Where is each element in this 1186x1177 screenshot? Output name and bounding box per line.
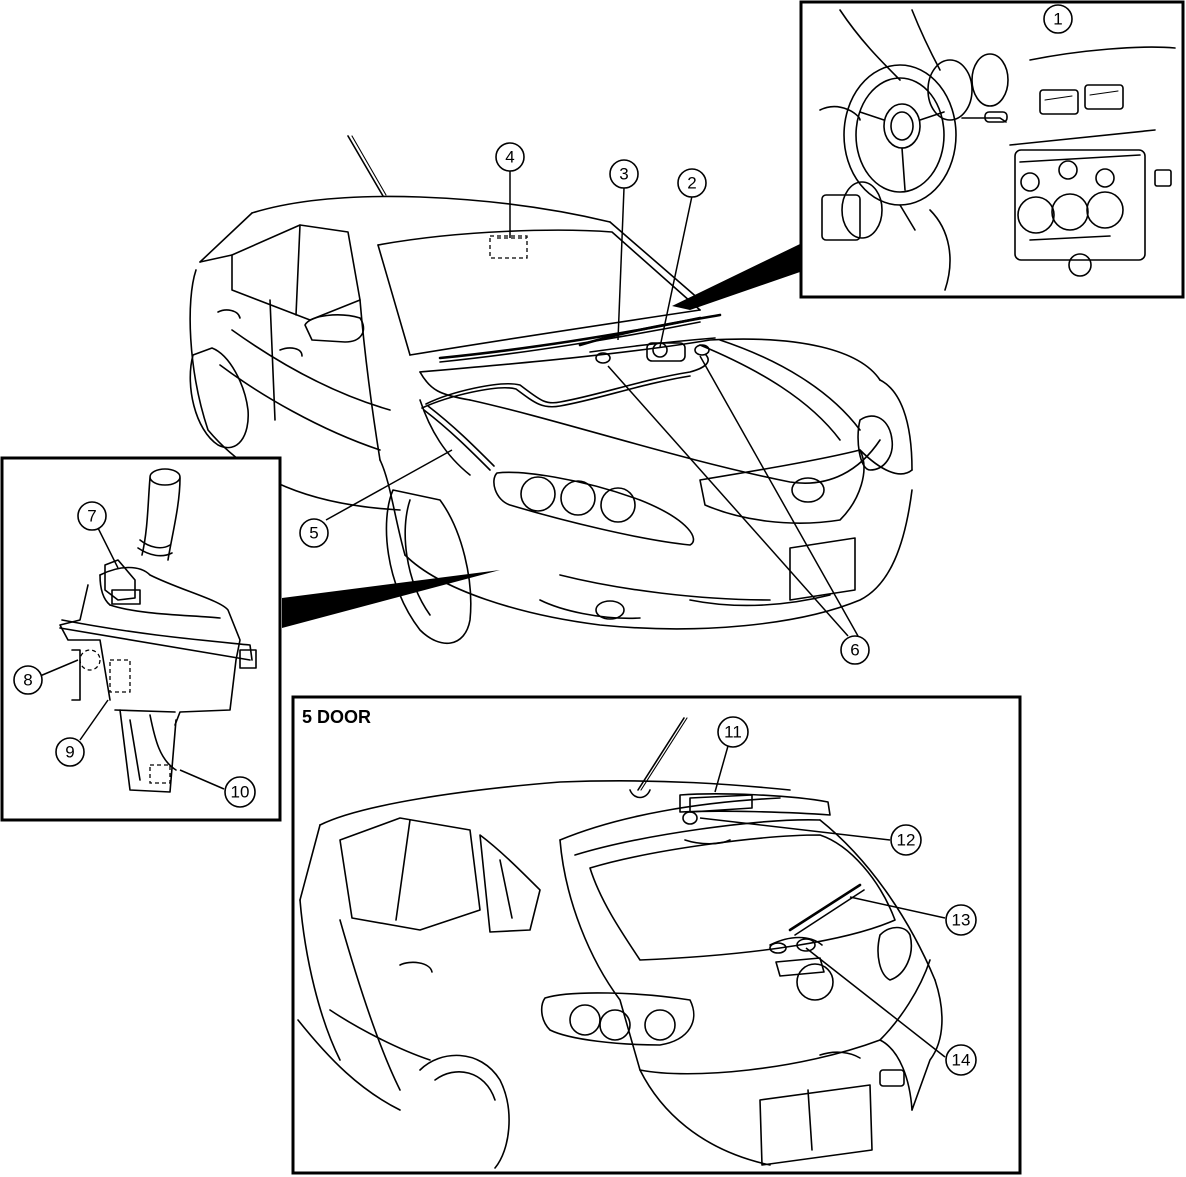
rear-view-heading: 5 DOOR <box>302 707 371 727</box>
inset-5door-frame <box>291 695 1022 1175</box>
callout-6: 6 <box>840 635 870 665</box>
callout-10: 10 <box>224 776 256 808</box>
pointer-wedge-reservoir <box>282 570 500 628</box>
callout-8-number: 8 <box>23 671 32 690</box>
callout-13: 13 <box>945 904 977 936</box>
rear-leader-lines <box>699 745 946 1058</box>
callout-11: 11 <box>717 716 749 748</box>
callout-10-number: 10 <box>231 783 250 802</box>
callout-7: 7 <box>77 501 107 531</box>
dashboard-inset-drawing <box>819 9 1176 291</box>
callout-3: 3 <box>609 159 639 189</box>
callout-11-number: 11 <box>724 723 742 742</box>
callout-1-number: 1 <box>1053 10 1062 29</box>
callout-2-number: 2 <box>687 174 696 193</box>
callout-6-number: 6 <box>850 641 859 660</box>
callout-4: 4 <box>495 142 525 172</box>
callout-13-number: 13 <box>952 911 971 930</box>
callout-2: 2 <box>677 168 707 198</box>
reservoir-leader-lines <box>39 527 225 790</box>
callout-14: 14 <box>945 1044 977 1076</box>
callout-1: 1 <box>1043 4 1073 34</box>
callout-3-number: 3 <box>619 165 628 184</box>
inset-reservoir-frame <box>0 456 282 822</box>
reservoir-inset-drawing <box>59 468 257 793</box>
callout-7-number: 7 <box>87 507 96 526</box>
callout-4-number: 4 <box>505 148 514 167</box>
callout-8: 8 <box>13 665 43 695</box>
pointer-wedge-dash <box>672 244 800 310</box>
front-sedan-drawing <box>189 135 913 644</box>
callout-12-number: 12 <box>897 831 916 850</box>
callout-14-number: 14 <box>952 1051 971 1070</box>
rear-hatch-drawing <box>297 717 943 1169</box>
callout-12: 12 <box>890 824 922 856</box>
callout-9: 9 <box>55 737 85 767</box>
callout-5: 5 <box>299 518 329 548</box>
callout-5-number: 5 <box>309 524 318 543</box>
callout-9-number: 9 <box>65 743 74 762</box>
